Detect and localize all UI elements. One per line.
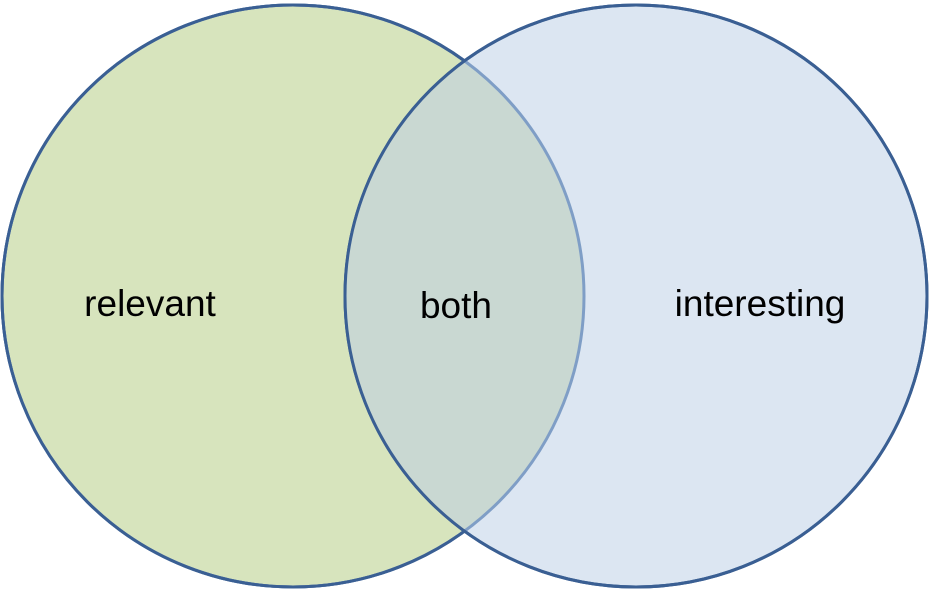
both-label: both: [420, 285, 492, 326]
both-overlap-region: [345, 5, 584, 587]
interesting-circle-outline: [343, 3, 929, 589]
interesting-label: interesting: [675, 283, 846, 324]
relevant-label: relevant: [84, 283, 216, 324]
